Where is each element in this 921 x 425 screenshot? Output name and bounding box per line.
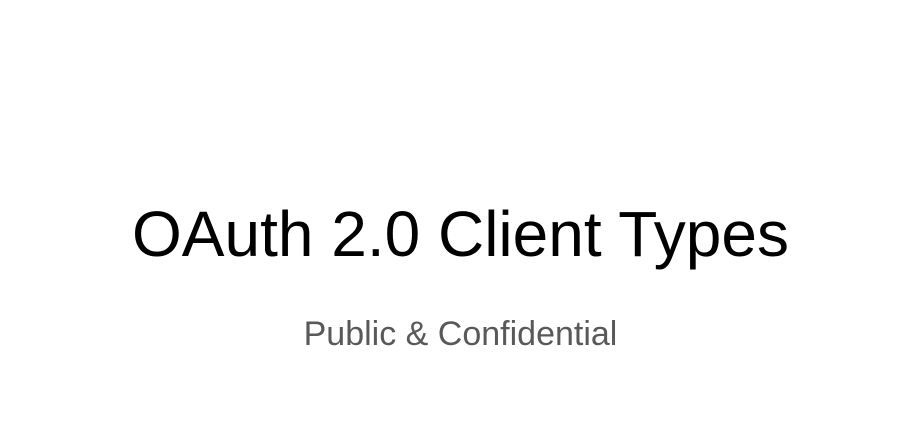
slide-title: OAuth 2.0 Client Types <box>132 198 789 270</box>
slide-subtitle: Public & Confidential <box>303 315 618 353</box>
